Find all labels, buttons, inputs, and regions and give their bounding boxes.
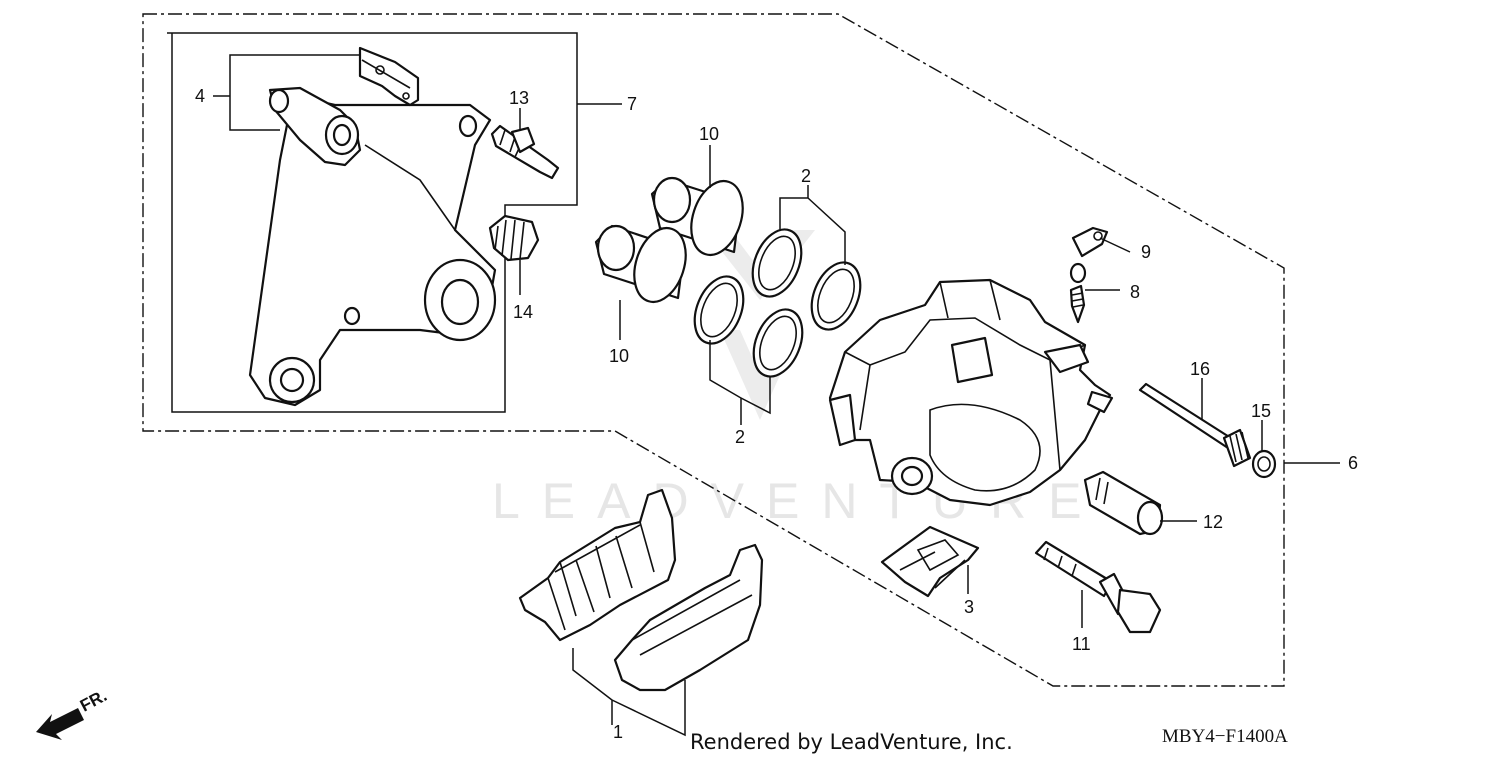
callout-11: 11: [1072, 634, 1091, 654]
piston-seal-set: [693, 228, 862, 378]
brake-pad-rear: [613, 543, 764, 692]
callout-6: 6: [1348, 453, 1358, 473]
bracket-assembly-frame: [167, 32, 578, 413]
sleeve-bolt: [1083, 470, 1164, 536]
pad-pin: [1138, 382, 1252, 468]
callout-16: 16: [1190, 359, 1210, 379]
callout-9: 9: [1141, 242, 1151, 262]
callout-7: 7: [627, 94, 637, 114]
callout-2-upper: 2: [801, 166, 811, 186]
pin-plug: [1251, 449, 1277, 479]
pad-retainer-clip: [358, 46, 420, 107]
rendered-by-credit: Rendered by LeadVenture, Inc.: [690, 730, 1013, 754]
callout-14: 14: [513, 302, 533, 322]
bleeder-valve: [1069, 262, 1087, 324]
piston-lower: [594, 224, 687, 303]
mounting-bolt: [1034, 540, 1162, 634]
caliper-bracket: [248, 86, 497, 407]
leader-lines: [213, 54, 1340, 737]
bleeder-cap: [1071, 226, 1109, 258]
diagram-code: MBY4−F1400A: [1162, 726, 1288, 747]
callout-10-upper: 10: [699, 124, 719, 144]
callout-2-lower: 2: [735, 427, 745, 447]
pin-boot: [488, 214, 540, 262]
callout-3: 3: [964, 597, 974, 617]
front-direction-arrow-icon: FR.: [36, 686, 110, 740]
piston-upper: [650, 176, 744, 256]
callout-8: 8: [1130, 282, 1140, 302]
callout-10-lower: 10: [609, 346, 629, 366]
pad-spring: [880, 525, 980, 598]
callout-15: 15: [1251, 401, 1271, 421]
callout-1: 1: [613, 722, 623, 742]
callout-12: 12: [1203, 512, 1223, 532]
caliper-body: [828, 278, 1114, 507]
brake-pad-front: [518, 488, 677, 642]
callout-13: 13: [509, 88, 529, 108]
bracket-pin: [490, 124, 560, 180]
callout-4: 4: [195, 86, 205, 106]
assembly-boundary: [142, 13, 1285, 687]
front-direction-label: FR.: [77, 686, 110, 716]
